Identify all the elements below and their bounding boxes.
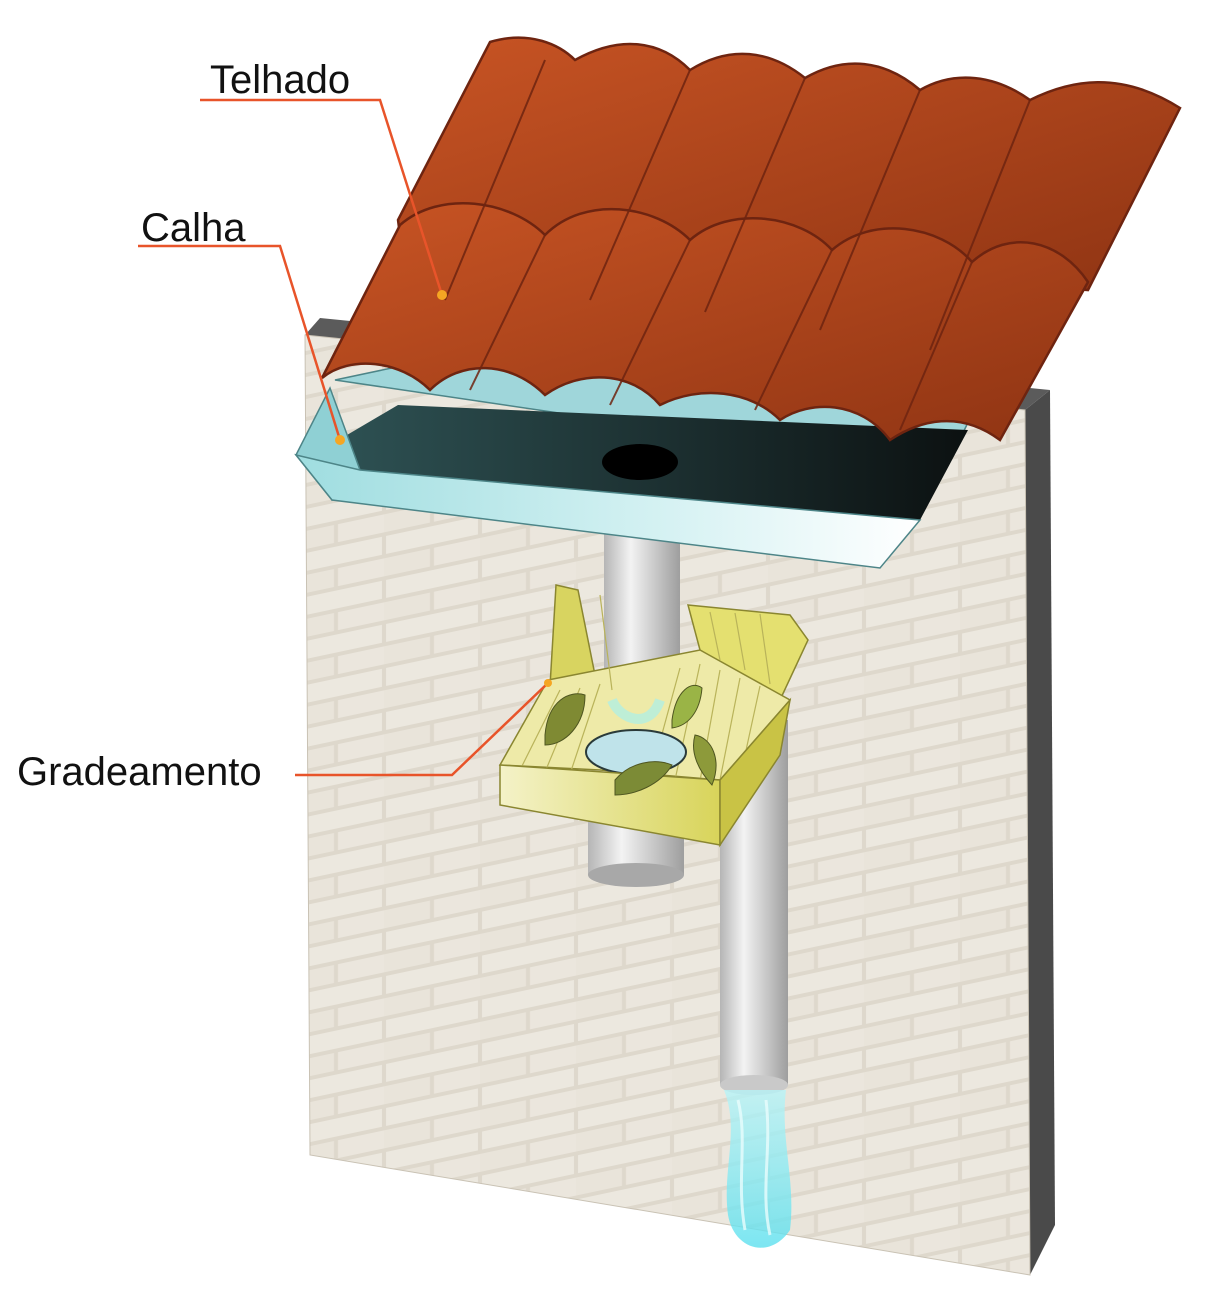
marker-calha bbox=[335, 435, 345, 445]
roof-front-row bbox=[320, 201, 1090, 442]
leader-calha bbox=[138, 244, 342, 441]
roof-ridges bbox=[444, 59, 1031, 431]
gutter-outlet-hole bbox=[602, 444, 678, 480]
marker-dots bbox=[335, 290, 552, 687]
label-roof: Telhado bbox=[210, 58, 351, 102]
roof-tiles-icon bbox=[320, 36, 1182, 442]
label-screen: Gradeamento bbox=[17, 750, 262, 794]
water-flow-icon bbox=[724, 1090, 792, 1248]
wall-side-shadow bbox=[1025, 390, 1055, 1275]
leader-telhado bbox=[200, 98, 444, 296]
leaf-screen-icon bbox=[498, 584, 809, 848]
leader-gradeamento bbox=[295, 682, 549, 777]
screen-right-side bbox=[719, 697, 792, 848]
gutter-front bbox=[294, 453, 922, 569]
marker-gradeamento bbox=[544, 679, 552, 687]
gutter-icon bbox=[294, 361, 977, 569]
marker-telhado bbox=[437, 290, 447, 300]
screen-back-right bbox=[686, 604, 809, 702]
label-gutter: Calha bbox=[141, 206, 246, 250]
leader-lines bbox=[138, 98, 549, 777]
